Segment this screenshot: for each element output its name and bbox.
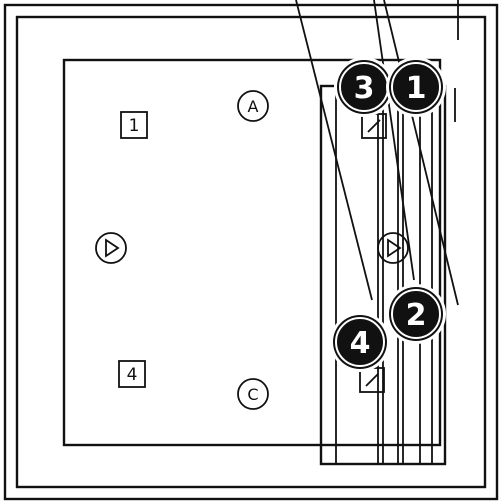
leader-line-3 [383, 0, 459, 306]
panel-outline [62, 58, 442, 447]
callout-number-2: 2 [406, 298, 427, 333]
circle-marker-c-label: C [247, 385, 258, 404]
callout-number-3: 3 [354, 71, 375, 106]
square-marker-mirrored-top-slash [367, 119, 381, 133]
square-marker-4 [118, 360, 146, 388]
leader-line-1 [295, 0, 373, 301]
callout-badge-3-ring [337, 60, 391, 114]
triangle-marker-left-glyph [105, 238, 120, 258]
callout-badge-2-inner-ring [391, 289, 441, 339]
square-marker-mirrored-bottom-slash [365, 373, 379, 387]
outer-frame-inner [15, 15, 487, 489]
square-marker-1 [120, 111, 148, 139]
callout-number-1: 1 [406, 71, 427, 106]
callout-badge-1-ring [389, 60, 443, 114]
square-marker-4-label: 4 [127, 365, 138, 385]
callout-badge-4-ring [333, 315, 387, 369]
leader-line-2 [373, 0, 415, 281]
square-marker-1-label: 1 [129, 116, 140, 136]
outer-frame [3, 3, 499, 501]
triangle-marker-mirrored-glyph [387, 238, 402, 258]
triangle-marker-mirrored [377, 232, 409, 264]
callout-badge-4-inner-ring [335, 317, 385, 367]
callout-badge-1-inner-ring [391, 62, 441, 112]
circle-marker-a [237, 90, 269, 122]
callout-number-4: 4 [350, 326, 371, 361]
triangle-marker-left [95, 232, 127, 264]
circle-marker-c [237, 378, 269, 410]
circle-marker-a-label: A [248, 97, 259, 116]
callout-badge-2-ring [389, 287, 443, 341]
